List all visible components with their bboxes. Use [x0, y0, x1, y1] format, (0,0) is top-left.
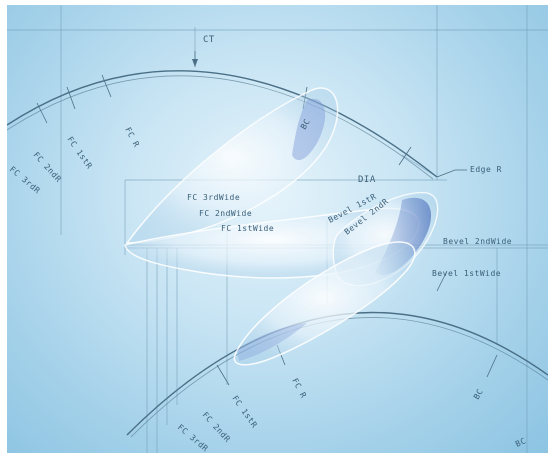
fc-3rd-wide-label: FC 3rdWide: [187, 193, 240, 202]
fc-3rd-r-top-label: FC 3rdR: [8, 165, 42, 196]
diagram-svg: CT DIA Edge R Bevel 2ndWide Bevel 1stWid…: [7, 5, 548, 453]
lens-illustration: [124, 87, 439, 366]
dia-label: DIA: [358, 175, 376, 185]
fc-2nd-wide-label: FC 2ndWide: [199, 209, 252, 218]
contact-lens-diagram: CT DIA Edge R Bevel 2ndWide Bevel 1stWid…: [7, 5, 548, 453]
fc-2nd-r-bottom-label: FC 2ndR: [201, 410, 233, 444]
ct-arrow-icon: [192, 59, 198, 67]
ct-label: CT: [203, 35, 215, 45]
bc-right-label: BC: [472, 387, 485, 401]
front-curve-arc: [7, 70, 438, 178]
fc-r-bottom-label: FC R: [290, 377, 308, 400]
edge-r-label: Edge R: [470, 165, 502, 174]
bevel-1st-wide-label: Bevel 1stWide: [432, 269, 501, 278]
back-curve-arc: [126, 311, 548, 436]
fc-2nd-r-top-label: FC 2ndR: [32, 150, 64, 184]
fc-r-top-label: FC R: [123, 126, 141, 149]
fc-3rd-r-bottom-label: FC 3rdR: [176, 423, 210, 453]
fc-1st-wide-label: FC 1stWide: [221, 224, 274, 233]
edge-r-leader: [436, 169, 467, 178]
bc-bottom-label: BC: [514, 436, 527, 449]
bevel-2nd-wide-label: Bevel 2ndWide: [443, 237, 512, 246]
fc-1st-r-bottom-label: FC 1stR: [230, 394, 259, 430]
front-curve-arc-inner: [7, 75, 434, 180]
fc-1st-r-top-label: FC 1stR: [65, 135, 94, 171]
